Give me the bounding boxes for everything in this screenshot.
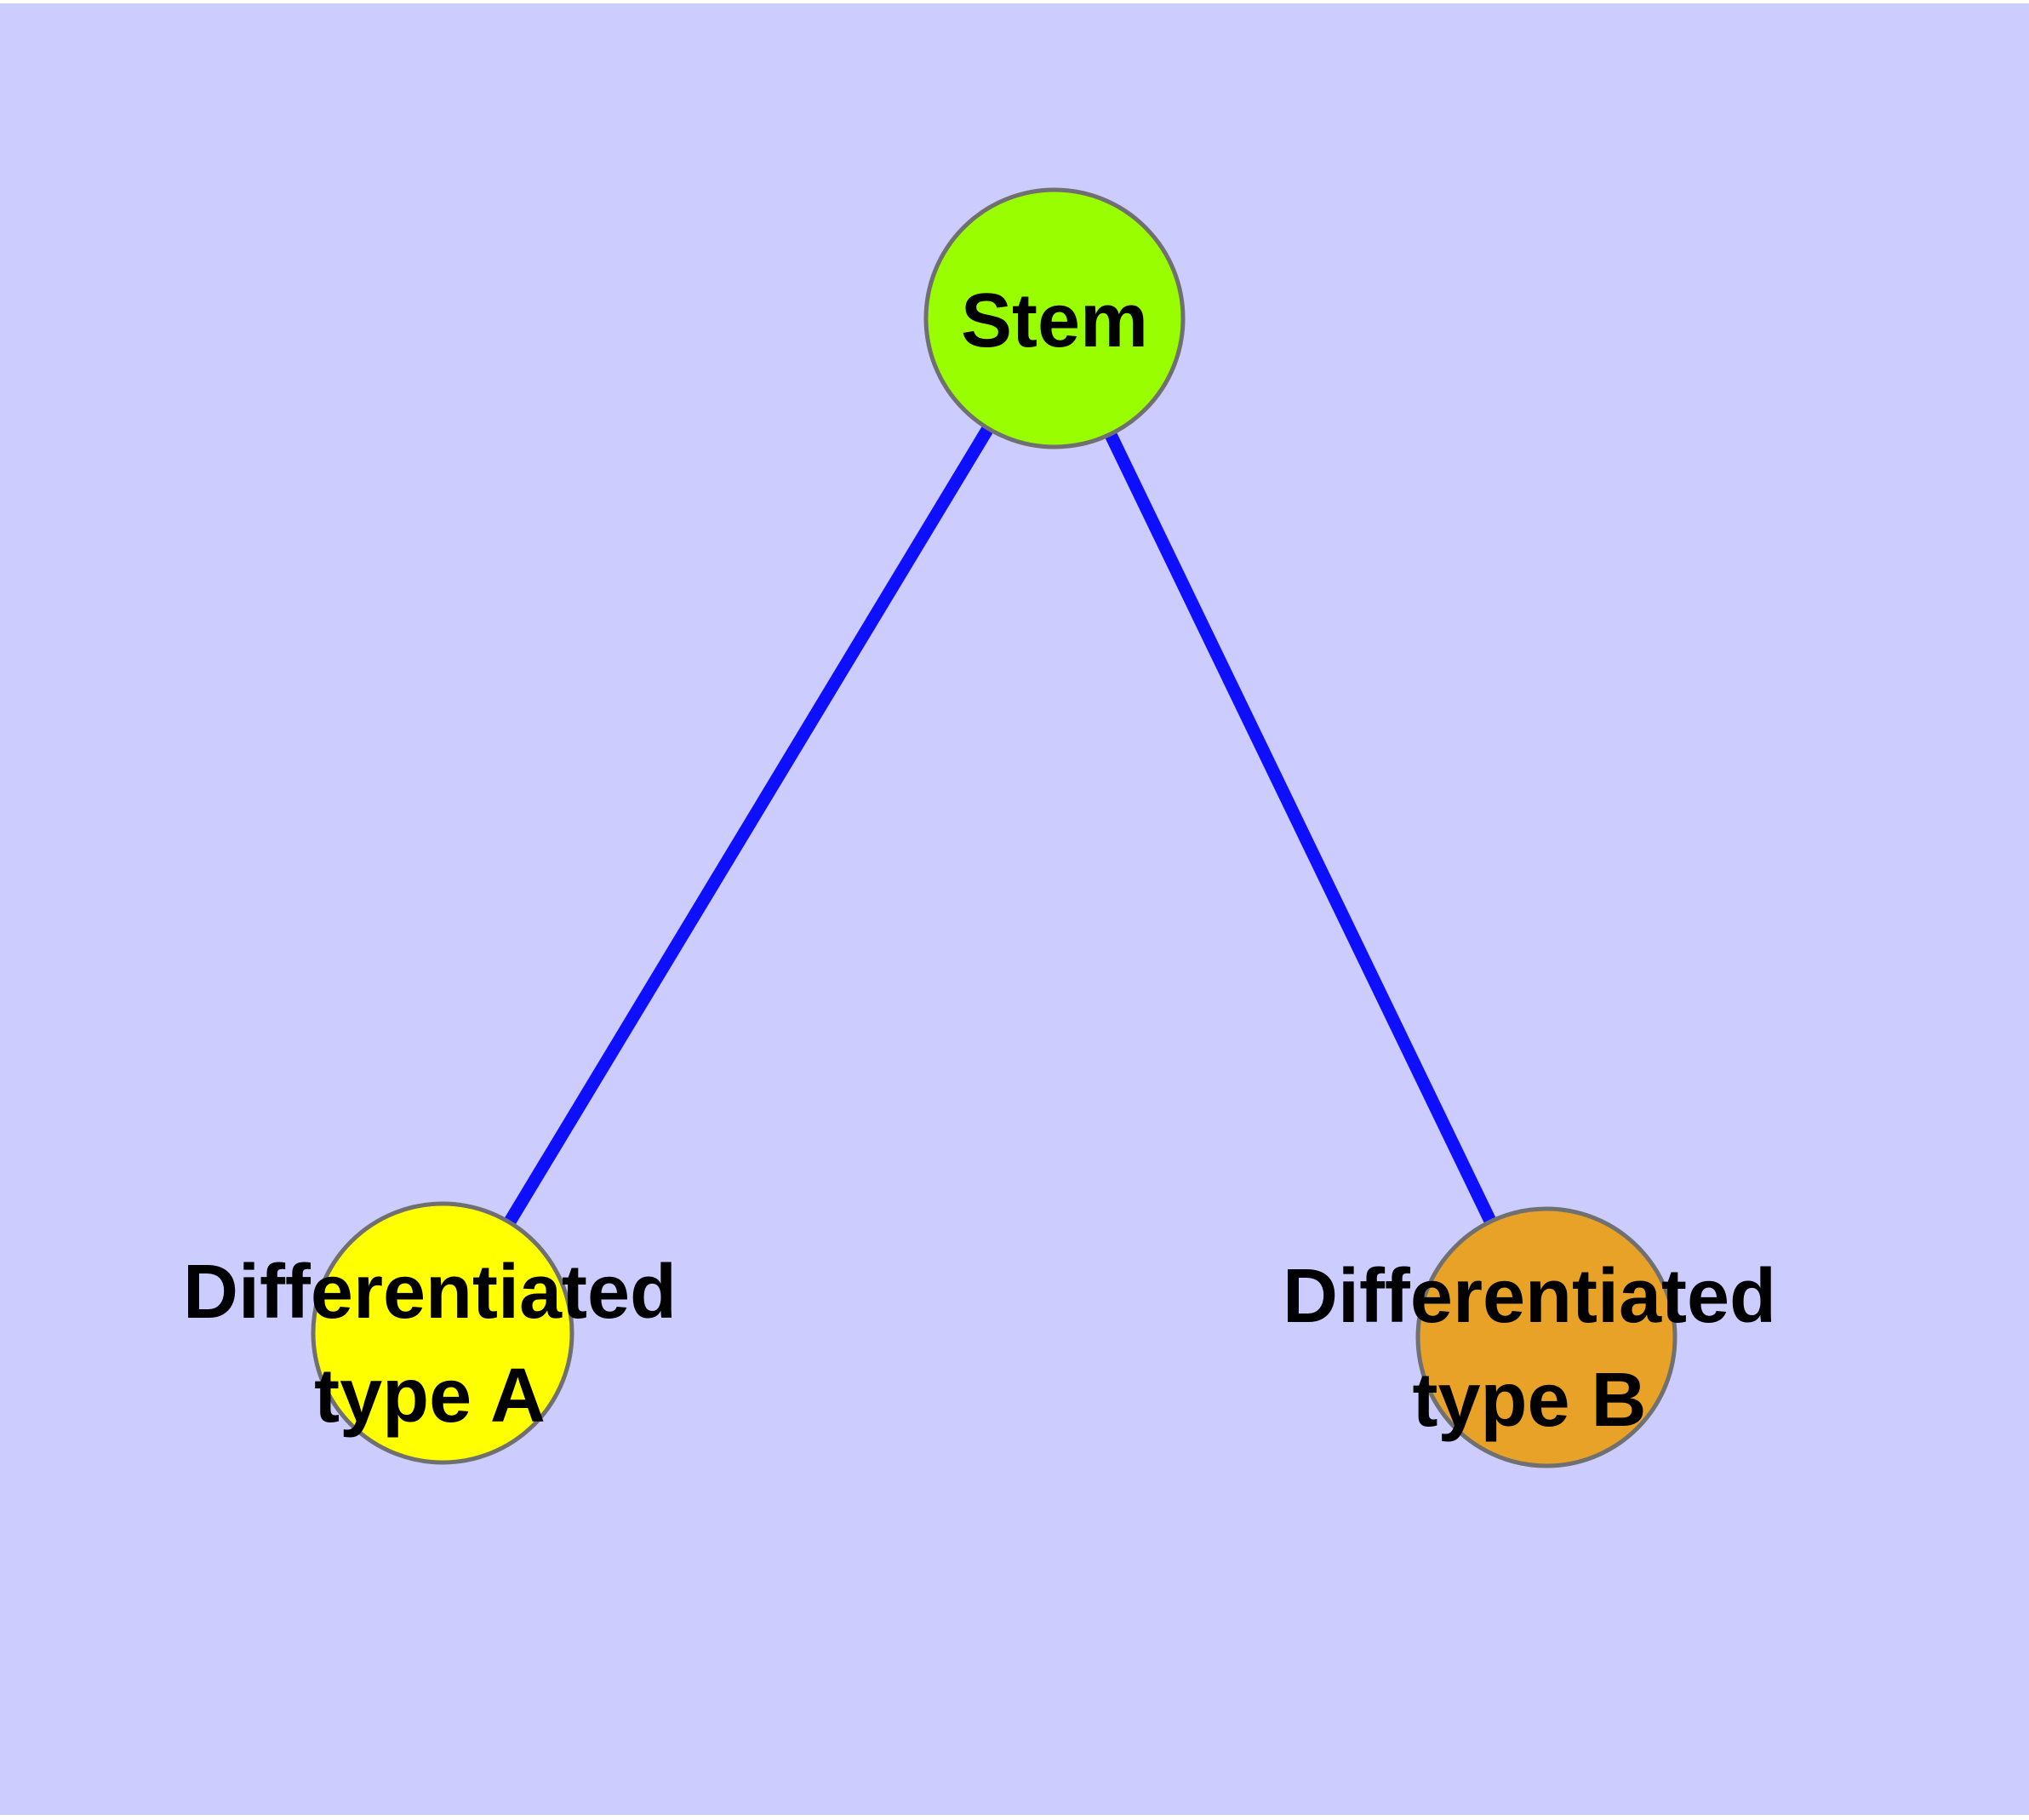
- node-stem: [923, 187, 1186, 449]
- node-type-a-label-line1: Differentiated: [183, 1250, 677, 1335]
- node-type-a-label-line2: type A: [314, 1354, 546, 1439]
- node-type-b-label-line1: Differentiated: [1283, 1254, 1776, 1339]
- edge-stem-to-type-a: [437, 315, 1060, 1336]
- node-differentiated-type-a: [311, 1201, 574, 1465]
- edge-stem-to-type-b: [1049, 315, 1552, 1341]
- node-type-b-label-line2: type B: [1412, 1358, 1646, 1443]
- node-differentiated-type-b: [1415, 1206, 1677, 1468]
- node-stem-label: Stem: [961, 278, 1148, 363]
